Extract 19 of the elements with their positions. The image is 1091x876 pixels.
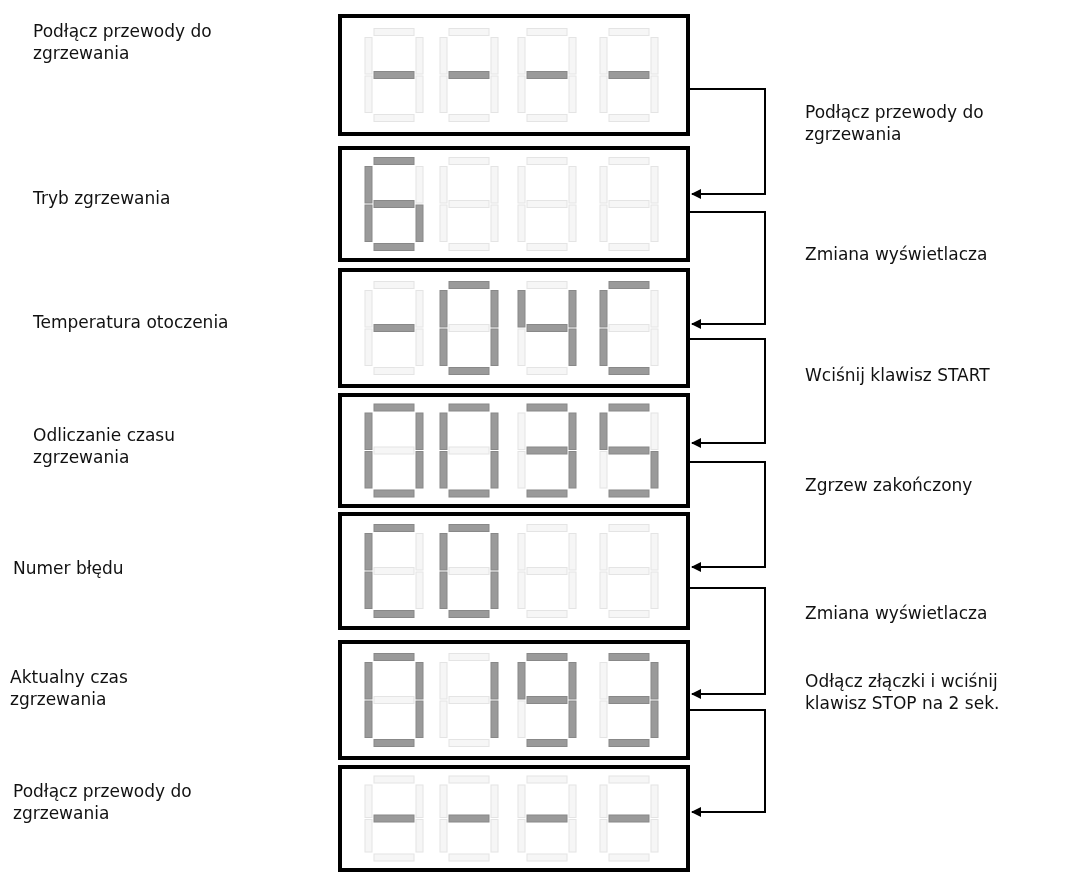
- connector-arrow: [689, 338, 766, 448]
- connector-arrow: [689, 211, 766, 329]
- display-caption: Numer błędu: [13, 557, 125, 579]
- edge-label: Zgrzew zakończony: [805, 474, 974, 496]
- edge-label: Zmiana wyświetlacza: [805, 602, 989, 624]
- connector-arrow: [689, 88, 766, 199]
- connector-arrow: [689, 461, 766, 572]
- edge-label: Zmiana wyświetlacza: [805, 243, 989, 265]
- display-caption: Tryb zgrzewania: [33, 187, 172, 209]
- connector-arrow: [689, 587, 766, 699]
- display-caption: Podłącz przewody do zgrzewania: [13, 780, 193, 824]
- edge-label: Wciśnij klawisz START: [805, 364, 991, 386]
- edge-label: Podłącz przewody do zgrzewania: [805, 101, 985, 145]
- edge-label: Odłącz złączki i wciśnij klawisz STOP na 2 sek.: [805, 670, 1001, 714]
- display-caption: Aktualny czas zgrzewania: [10, 666, 129, 710]
- display-caption: Odliczanie czasu zgrzewania: [33, 424, 176, 468]
- display-caption: Temperatura otoczenia: [33, 311, 230, 333]
- display-caption: Podłącz przewody do zgrzewania: [33, 20, 213, 64]
- connector-arrow: [689, 709, 766, 817]
